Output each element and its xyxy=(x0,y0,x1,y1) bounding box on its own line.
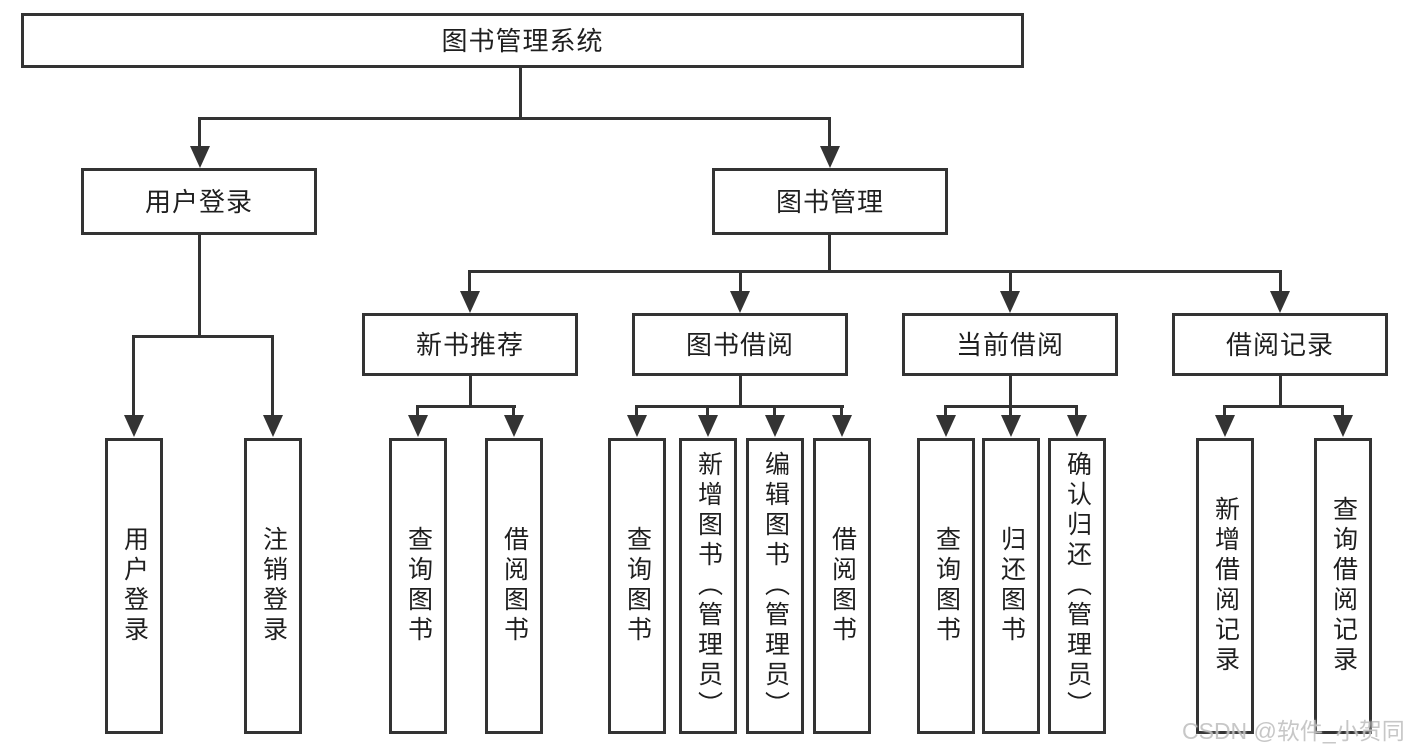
connector-line xyxy=(468,270,471,294)
arrow-down-icon xyxy=(698,415,718,437)
node-root: 图书管理系统 xyxy=(21,13,1024,68)
leaf-logout: 注销登录 xyxy=(244,438,302,734)
leaf-query-books-borrow: 查询图书 xyxy=(608,438,666,734)
arrow-down-icon xyxy=(263,415,283,437)
leaf-borrow-books-recommend: 借阅图书 xyxy=(485,438,543,734)
arrow-down-icon xyxy=(1215,415,1235,437)
leaf-label: 借阅图书 xyxy=(500,526,529,646)
arrow-down-icon xyxy=(190,146,210,168)
node-book-management: 图书管理 xyxy=(712,168,948,235)
node-label: 新书推荐 xyxy=(415,329,524,360)
arrow-down-icon xyxy=(460,291,480,313)
connector-line xyxy=(469,374,472,407)
watermark: CSDN @软件_小贺同学 xyxy=(1182,718,1405,744)
arrow-down-icon xyxy=(408,415,428,437)
leaf-label: 用户登录 xyxy=(120,526,149,646)
arrow-down-icon xyxy=(936,415,956,437)
leaf-label: 借阅图书 xyxy=(828,526,857,646)
leaf-label: 新增借阅记录 xyxy=(1211,496,1240,676)
leaf-return-book: 归还图书 xyxy=(982,438,1040,734)
arrow-down-icon xyxy=(765,415,785,437)
node-label: 当前借阅 xyxy=(955,329,1064,360)
connector-line xyxy=(519,66,522,119)
connector-line xyxy=(944,405,947,417)
connector-line xyxy=(1223,405,1344,408)
node-book-borrowing: 图书借阅 xyxy=(632,313,848,376)
connector-line xyxy=(1223,405,1226,417)
connector-line xyxy=(635,405,844,408)
connector-line xyxy=(416,405,516,408)
leaf-label: 新增图书（管理员） xyxy=(694,451,723,721)
leaf-label: 查询图书 xyxy=(932,526,961,646)
node-user-login: 用户登录 xyxy=(81,168,317,235)
leaf-label: 确认归还（管理员） xyxy=(1063,451,1092,721)
connector-line xyxy=(468,270,1282,273)
connector-line xyxy=(198,233,201,337)
arrow-down-icon xyxy=(1270,291,1290,313)
arrow-down-icon xyxy=(820,146,840,168)
arrow-down-icon xyxy=(1000,291,1020,313)
connector-line xyxy=(1009,374,1012,407)
arrow-down-icon xyxy=(124,415,144,437)
leaf-label: 归还图书 xyxy=(997,526,1026,646)
connector-line xyxy=(198,117,201,148)
connector-line xyxy=(773,405,776,417)
node-label: 图书管理 xyxy=(775,186,884,217)
leaf-borrow-books: 借阅图书 xyxy=(813,438,871,734)
connector-line xyxy=(198,117,831,120)
connector-line xyxy=(416,405,419,417)
arrow-down-icon xyxy=(1067,415,1087,437)
connector-line xyxy=(1279,374,1282,407)
connector-line xyxy=(1009,270,1012,294)
leaf-user-login: 用户登录 xyxy=(105,438,163,734)
connector-line xyxy=(739,374,742,407)
connector-line xyxy=(271,335,274,417)
connector-line xyxy=(132,335,135,417)
connector-line xyxy=(840,405,843,417)
leaf-label: 查询图书 xyxy=(623,526,652,646)
connector-line xyxy=(706,405,709,417)
connector-line xyxy=(635,405,638,417)
leaf-add-borrow-record: 新增借阅记录 xyxy=(1196,438,1254,734)
arrow-down-icon xyxy=(832,415,852,437)
connector-line xyxy=(739,270,742,294)
arrow-down-icon xyxy=(730,291,750,313)
node-new-book-recommend: 新书推荐 xyxy=(362,313,578,376)
connector-line xyxy=(828,233,831,272)
arrow-down-icon xyxy=(1333,415,1353,437)
connector-line xyxy=(1279,270,1282,294)
arrow-down-icon xyxy=(1001,415,1021,437)
node-label: 借阅记录 xyxy=(1225,329,1334,360)
node-current-borrowing: 当前借阅 xyxy=(902,313,1118,376)
arrow-down-icon xyxy=(627,415,647,437)
node-label: 用户登录 xyxy=(144,186,253,217)
node-borrowing-records: 借阅记录 xyxy=(1172,313,1388,376)
connector-line xyxy=(1341,405,1344,417)
leaf-query-books-current: 查询图书 xyxy=(917,438,975,734)
leaf-label: 查询借阅记录 xyxy=(1329,496,1358,676)
connector-line xyxy=(1009,405,1012,417)
leaf-query-borrow-record: 查询借阅记录 xyxy=(1314,438,1372,734)
connector-line xyxy=(132,335,274,338)
node-label: 图书管理系统 xyxy=(441,25,604,56)
leaf-label: 查询图书 xyxy=(404,526,433,646)
leaf-edit-book-admin: 编辑图书（管理员） xyxy=(746,438,804,734)
connector-line xyxy=(512,405,515,417)
leaf-query-books-recommend: 查询图书 xyxy=(389,438,447,734)
leaf-label: 注销登录 xyxy=(259,526,288,646)
leaf-confirm-return-admin: 确认归还（管理员） xyxy=(1048,438,1106,734)
connector-line xyxy=(1075,405,1078,417)
leaf-label: 编辑图书（管理员） xyxy=(761,451,790,721)
arrow-down-icon xyxy=(504,415,524,437)
leaf-add-book-admin: 新增图书（管理员） xyxy=(679,438,737,734)
connector-line xyxy=(828,117,831,148)
node-label: 图书借阅 xyxy=(685,329,794,360)
